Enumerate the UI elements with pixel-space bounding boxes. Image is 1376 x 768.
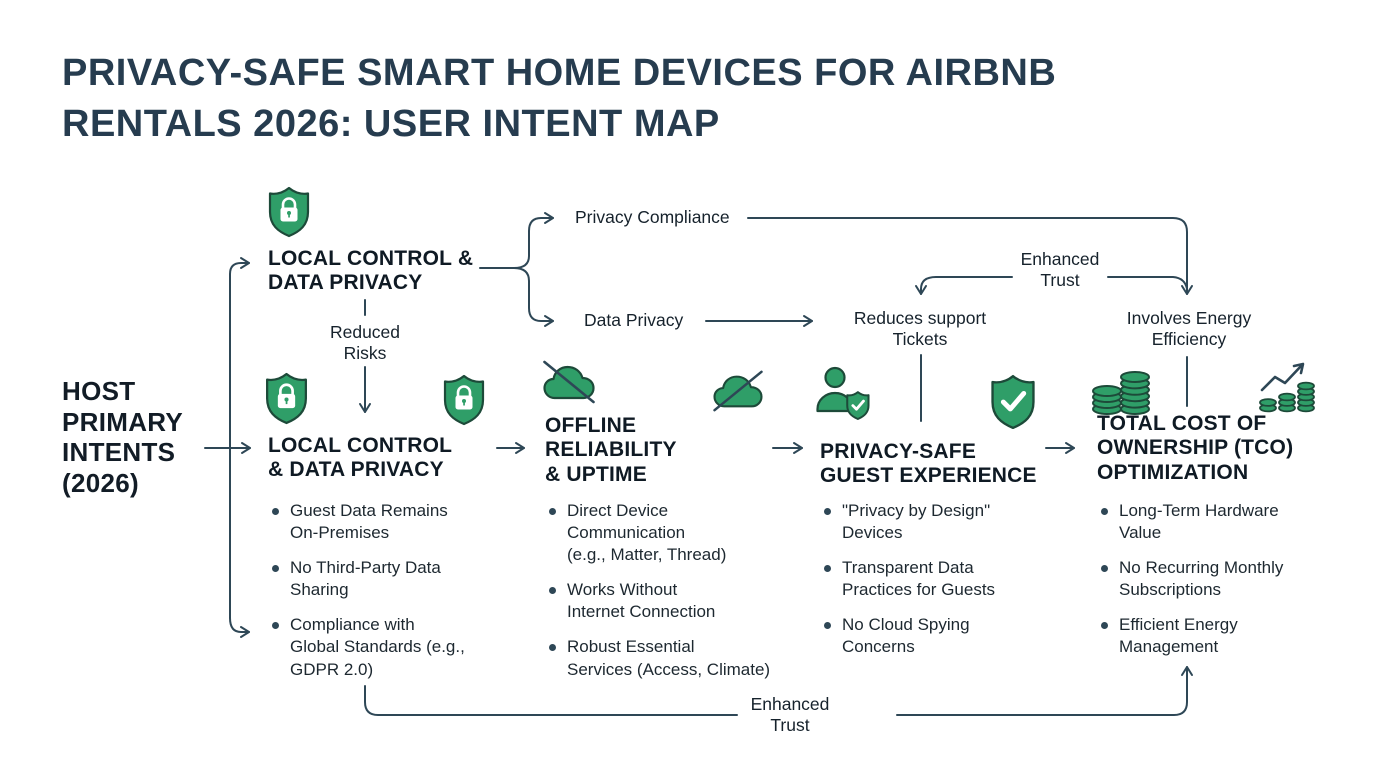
list-item: No Third-Party Data Sharing — [268, 557, 508, 601]
node-bullets-guest-experience: "Privacy by Design" Devices Transparent … — [820, 500, 1060, 672]
enhanced-trust-top-label: Enhanced Trust — [1020, 249, 1100, 291]
list-item: Robust Essential Services (Access, Clima… — [545, 636, 800, 680]
list-item: Long-Term Hardware Value — [1097, 500, 1337, 544]
list-item: "Privacy by Design" Devices — [820, 500, 1060, 544]
guest-shield-icon — [814, 366, 874, 420]
node-bullets-tco-optimization: Long-Term Hardware Value No Recurring Mo… — [1097, 500, 1337, 672]
node-heading-tco-optimization: TOTAL COST OF OWNERSHIP (TCO) OPTIMIZATI… — [1097, 412, 1294, 484]
list-item: No Recurring Monthly Subscriptions — [1097, 557, 1337, 601]
shield-lock-icon — [263, 372, 310, 425]
reduced-risks-label: Reduced Risks — [329, 322, 401, 364]
cloud-offline-icon — [540, 358, 598, 406]
node-bullets-local-control: Guest Data Remains On-Premises No Third-… — [268, 500, 508, 694]
list-item: No Cloud Spying Concerns — [820, 614, 1060, 658]
page-title: PRIVACY-SAFE SMART HOME DEVICES FOR AIRB… — [62, 52, 1057, 145]
list-item: Works Without Internet Connection — [545, 579, 800, 623]
host-primary-intents-label: HOST PRIMARY INTENTS (2026) — [62, 376, 184, 499]
reduces-support-tickets-label: Reduces support Tickets — [853, 308, 987, 350]
shield-lock-icon — [266, 186, 312, 238]
list-item: Compliance with Global Standards (e.g., … — [268, 614, 508, 680]
top-node-heading: LOCAL CONTROL & DATA PRIVACY — [268, 247, 474, 295]
list-item: Guest Data Remains On-Premises — [268, 500, 508, 544]
list-item: Direct Device Communication (e.g., Matte… — [545, 500, 800, 566]
involves-energy-efficiency-label: Involves Energy Efficiency — [1126, 308, 1252, 350]
node-heading-offline-reliability: OFFLINE RELIABILITY & UPTIME — [545, 414, 677, 486]
list-item: Efficient Energy Management — [1097, 614, 1337, 658]
growth-chart-icon — [1258, 358, 1320, 414]
shield-lock-icon — [441, 374, 487, 426]
privacy-compliance-label: Privacy Compliance — [575, 207, 730, 227]
node-heading-guest-experience: PRIVACY-SAFE GUEST EXPERIENCE — [820, 440, 1037, 488]
cloud-offline-icon — [710, 368, 766, 414]
data-privacy-label: Data Privacy — [584, 310, 684, 330]
coin-stack-icon — [1090, 360, 1154, 416]
node-heading-local-control: LOCAL CONTROL & DATA PRIVACY — [268, 434, 453, 482]
list-item: Transparent Data Practices for Guests — [820, 557, 1060, 601]
enhanced-trust-bottom-label: Enhanced Trust — [750, 694, 830, 736]
shield-check-icon — [988, 374, 1038, 430]
node-bullets-offline-reliability: Direct Device Communication (e.g., Matte… — [545, 500, 800, 694]
